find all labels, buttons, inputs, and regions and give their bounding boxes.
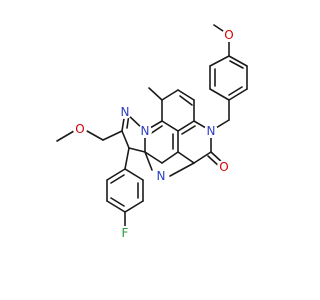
bond-pyrazole-2 (128, 147, 146, 153)
atom-n-bridgehead: N (138, 124, 152, 138)
bond-ring-top-1 (228, 55, 248, 67)
bond-ring-bottom-1 (124, 168, 144, 181)
atom-n-pyrazole-n1-label: N (121, 105, 130, 119)
bond-ring-bottom-3 (124, 200, 144, 213)
atom-n-pyrazole-n1: N (118, 105, 132, 119)
atom-o-methoxymethyl: O (73, 122, 87, 136)
bond-ring-top-inner-b (228, 86, 243, 96)
bond-ch2-methoxymethyl (102, 130, 123, 141)
bond-ring-top-4 (209, 88, 230, 101)
bond-pyrimidine-4b (149, 125, 163, 135)
bond-ring-bottom-6 (106, 168, 126, 181)
atom-f-fluoro: F (118, 226, 132, 240)
atom-o-methoxy-top-label: O (224, 28, 233, 42)
atom-o-methoxy-top: O (222, 28, 236, 42)
bond-pyrazole-3 (121, 130, 130, 149)
bond-pyrimidine-8 (161, 89, 179, 101)
bond-pyrimidine-7 (177, 89, 195, 101)
bond-pyrazole-1 (148, 87, 163, 101)
bond-pyrimidine-5 (161, 120, 179, 132)
bond-pyrimidine-7b (179, 95, 193, 106)
atom-f-fluoro-label: F (122, 226, 129, 240)
bond-pyrimidine-2 (144, 151, 163, 164)
bond-pyridinone-1 (177, 120, 195, 132)
bond-aryl-connect (124, 147, 130, 170)
bond-pyridinone-5 (177, 151, 195, 164)
bond-o-methyl-methoxymethyl (56, 130, 75, 142)
atom-label-layer: O N O N N O N F (73, 28, 236, 240)
atom-o-methoxymethyl-label: O (75, 122, 84, 136)
molecule-structure-diagram: O N O N N O N F (56, 24, 248, 240)
bond-ring-top-inner-a (229, 60, 244, 69)
atom-n-pyrimidine-label: N (157, 169, 166, 183)
atom-o-carbonyl-label: O (219, 160, 228, 174)
bond-ring-top-6 (209, 55, 230, 67)
bond-pyrimidine-1 (161, 151, 179, 164)
atom-n-bridgehead-label: N (141, 124, 150, 138)
molecule-drawing: O N O N N O N F (56, 24, 248, 240)
atom-n-pyrimidine: N (154, 169, 168, 183)
bond-ring-bottom-inner-c (110, 174, 125, 184)
bond-pyridinone-4 (193, 151, 212, 164)
bond-pyridinone-1b (181, 125, 196, 135)
bond-n4-c5 (169, 162, 195, 177)
bond-ring-bottom-4 (106, 200, 126, 213)
atom-n-pyridinone-label: N (207, 124, 216, 138)
atom-o-carbonyl: O (217, 160, 231, 174)
bond-ring-top-3 (228, 88, 248, 101)
atom-n-pyridinone: N (204, 124, 218, 138)
bond-ch2-o-methoxymethyl (86, 130, 104, 141)
bond-c3a-n4 (144, 151, 153, 171)
bond-ring-bottom-inner-b (110, 197, 125, 207)
